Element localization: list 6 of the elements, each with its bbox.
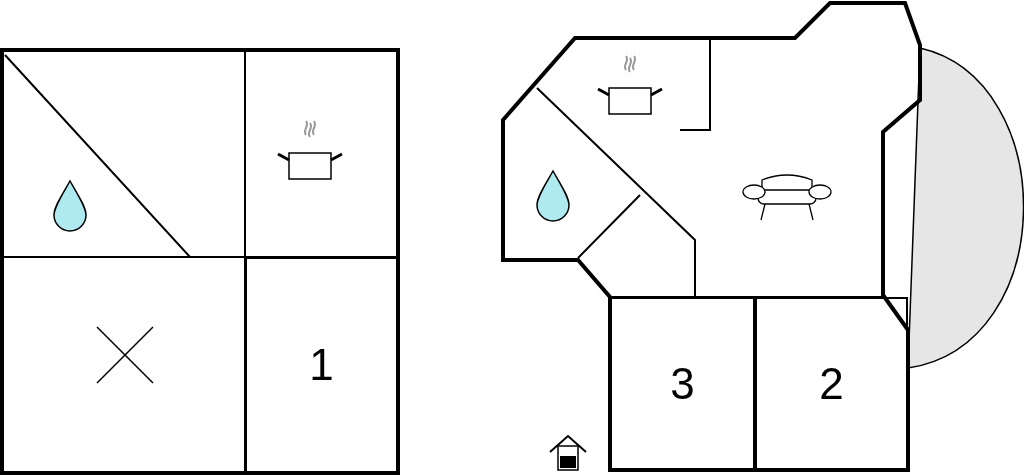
room-number: 3 — [670, 361, 695, 406]
room — [755, 297, 908, 470]
room-number: 1 — [309, 343, 334, 387]
room-number: 2 — [819, 361, 844, 406]
room — [610, 297, 755, 470]
room — [245, 257, 398, 473]
